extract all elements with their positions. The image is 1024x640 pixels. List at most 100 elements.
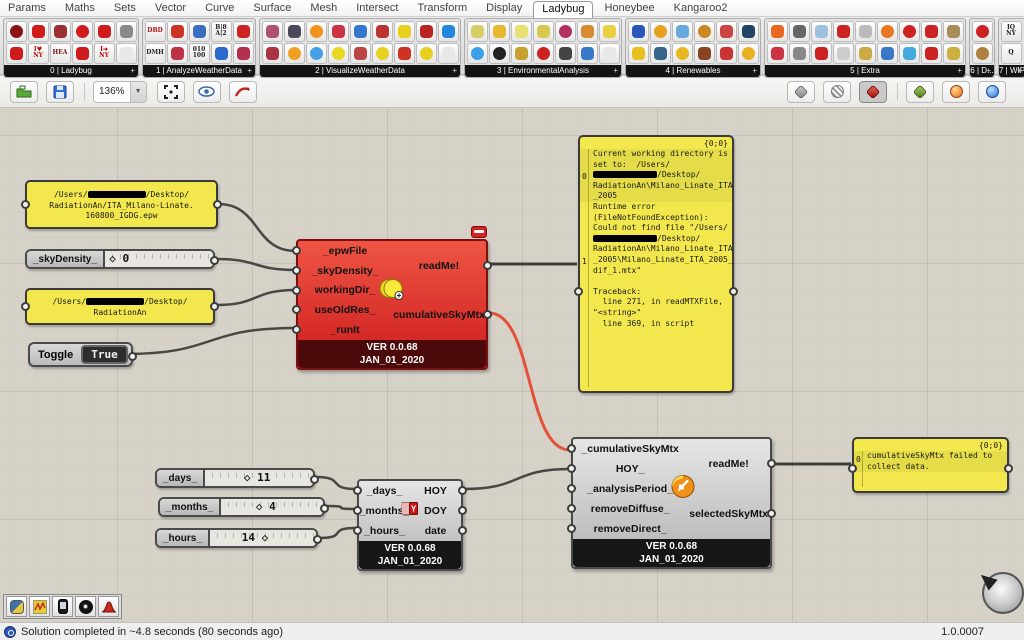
ribbon-icon[interactable] [576, 42, 598, 64]
ribbon-group-label[interactable]: 2 | VisualizeWeatherData+ [260, 65, 460, 77]
output-nub[interactable] [458, 506, 467, 515]
panel-working-dir[interactable]: /Users//Desktop/RadiationAn [21, 288, 219, 325]
input-port-hoy[interactable]: HOY_ [615, 463, 645, 475]
zoom-extents-button[interactable] [156, 80, 185, 103]
slider-days[interactable]: _days_ ◇ 11 [155, 468, 319, 488]
input-port-removediffuse[interactable]: removeDiffuse_ [590, 503, 670, 515]
ribbon-icon[interactable] [510, 20, 532, 42]
slider-hours[interactable]: _hours_ 14 ◇ [155, 528, 322, 548]
ribbon-expand-icon[interactable]: + [986, 66, 991, 75]
ribbon-icon[interactable] [5, 20, 27, 42]
ribbon-icon[interactable] [766, 42, 788, 64]
ribbon-icon[interactable] [598, 20, 620, 42]
chevron-down-icon[interactable]: ▼ [129, 81, 146, 102]
ribbon-icon[interactable] [693, 20, 715, 42]
ribbon-icon[interactable]: DMH [144, 42, 166, 64]
output-nub[interactable] [210, 302, 219, 311]
ribbon-icon[interactable] [371, 20, 393, 42]
ribbon-icon[interactable]: I♥ NY [27, 42, 49, 64]
slider-rail[interactable]: ◇ 11 [204, 470, 313, 486]
ribbon-icon[interactable] [810, 20, 832, 42]
menu-item-ladybug[interactable]: Ladybug [533, 0, 594, 18]
ribbon-icon[interactable] [649, 42, 671, 64]
menu-item-sets[interactable]: Sets [113, 2, 136, 14]
slider-rail[interactable]: ◇ 4 [221, 499, 323, 515]
ribbon-icon[interactable] [971, 20, 993, 42]
component-gen-cumulative-sky-mtx[interactable]: _epwFile_skyDensity_workingDir_useOldRes… [292, 239, 492, 370]
ribbon-icon[interactable] [488, 42, 510, 64]
slider-grip[interactable]: ◇ 4 [255, 499, 276, 513]
ribbon-icon[interactable] [27, 20, 49, 42]
input-port-runit[interactable]: _runIt [330, 324, 360, 337]
output-nub[interactable] [458, 486, 467, 495]
input-nub[interactable] [353, 506, 362, 515]
output-nub[interactable] [320, 504, 329, 513]
menu-item-vector[interactable]: Vector [154, 2, 187, 14]
input-nub[interactable] [292, 305, 301, 315]
slider-months[interactable]: _months_ ◇ 4 [158, 497, 329, 517]
ribbon-icon[interactable] [598, 42, 620, 64]
ribbon-icon[interactable] [166, 20, 188, 42]
ribbon-group-label[interactable]: 5 | Extra+ [765, 65, 965, 77]
ribbon-icon[interactable] [283, 42, 305, 64]
output-nub[interactable] [458, 526, 467, 535]
output-nub[interactable] [210, 256, 219, 265]
ribbon-icon[interactable] [810, 42, 832, 64]
ribbon-icon[interactable] [327, 20, 349, 42]
menu-item-params[interactable]: Params [8, 2, 46, 14]
ribbon-icon[interactable] [876, 20, 898, 42]
ribbon-icon[interactable] [71, 20, 93, 42]
ribbon-icon[interactable] [232, 20, 254, 42]
output-port-readme[interactable]: readMe! [418, 259, 460, 272]
ribbon-icon[interactable] [788, 20, 810, 42]
input-nub[interactable] [574, 287, 583, 296]
input-nub[interactable] [567, 484, 576, 493]
ribbon-icon[interactable] [715, 42, 737, 64]
boolean-toggle[interactable]: Toggle True [28, 342, 137, 367]
output-nub[interactable] [483, 310, 492, 320]
ribbon-icon[interactable] [261, 20, 283, 42]
output-port-doy[interactable]: DOY [424, 505, 447, 517]
ribbon-icon[interactable] [349, 42, 371, 64]
input-nub[interactable] [848, 464, 857, 473]
input-nub[interactable] [353, 486, 362, 495]
custom-preview-button[interactable] [942, 80, 970, 103]
ribbon-icon[interactable] [93, 20, 115, 42]
ribbon-icon[interactable] [920, 20, 942, 42]
ribbon-icon[interactable] [532, 42, 554, 64]
menu-item-surface[interactable]: Surface [253, 2, 292, 14]
input-port-epwfile[interactable]: _epwFile [322, 244, 368, 257]
ribbon-icon[interactable] [876, 42, 898, 64]
input-port-months[interactable]: _months_ [359, 505, 410, 517]
input-nub[interactable] [292, 285, 301, 295]
ribbon-icon[interactable] [715, 20, 737, 42]
distribution-icon[interactable] [98, 596, 119, 617]
input-nub[interactable] [353, 526, 362, 535]
panel-epw-path[interactable]: /Users//Desktop/RadiationAn/ITA_Milano-L… [21, 180, 222, 229]
output-nub[interactable] [767, 459, 776, 468]
ribbon-icon[interactable] [210, 42, 232, 64]
ribbon-icon[interactable] [942, 20, 964, 42]
output-port-date[interactable]: date [424, 525, 447, 537]
ribbon-icon[interactable] [71, 42, 93, 64]
ribbon-icon[interactable]: Q [1000, 42, 1022, 64]
output-nub[interactable] [729, 287, 738, 296]
preview-button[interactable] [192, 80, 221, 103]
ribbon-icon[interactable] [371, 42, 393, 64]
input-nub[interactable] [567, 464, 576, 473]
input-nub[interactable] [21, 200, 30, 209]
ribbon-expand-icon[interactable]: + [752, 66, 757, 75]
ribbon-icon[interactable] [49, 20, 71, 42]
ribbon-icon[interactable] [898, 20, 920, 42]
input-port-hours[interactable]: _hours_ [364, 525, 405, 537]
ribbon-icon[interactable] [115, 42, 137, 64]
menu-item-display[interactable]: Display [486, 2, 523, 14]
ribbon-icon[interactable]: B|8 A|2 [210, 20, 232, 42]
save-button[interactable] [46, 80, 74, 103]
ribbon-expand-icon[interactable]: + [247, 66, 252, 75]
preview-wire-button[interactable] [823, 80, 851, 103]
slider-rail[interactable]: 14 ◇ [209, 530, 316, 546]
menu-item-intersect[interactable]: Intersect [356, 2, 399, 14]
